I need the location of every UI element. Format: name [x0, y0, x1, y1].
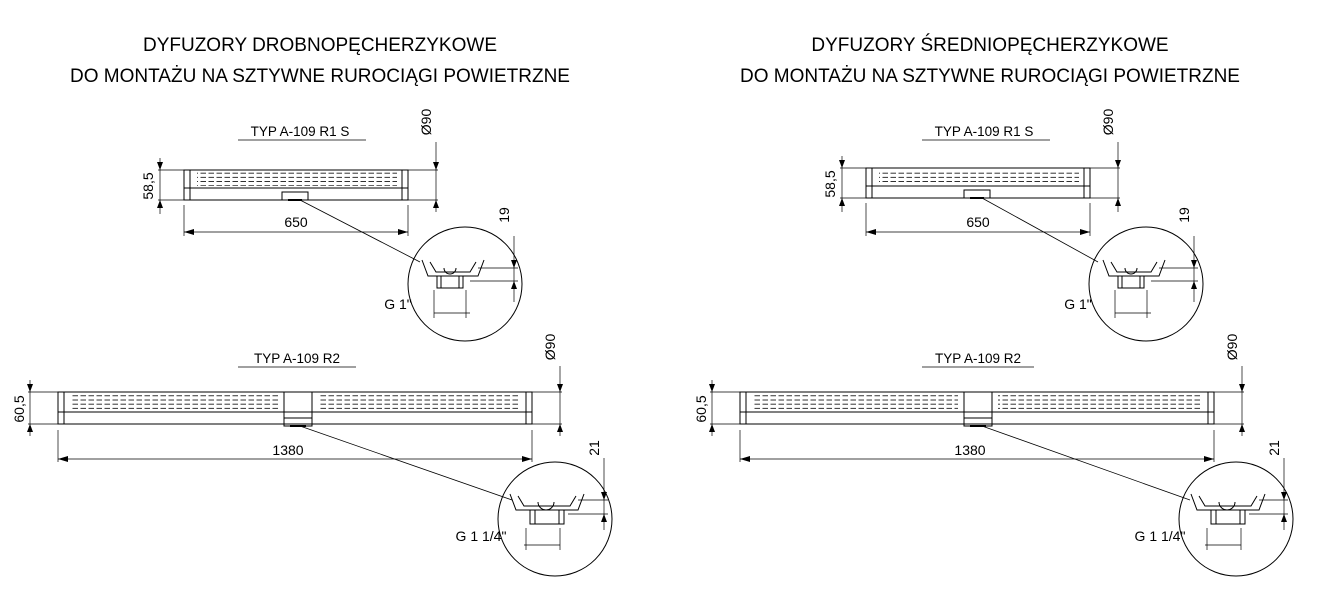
r1-diffuser-body: [183, 169, 409, 201]
r2-diameter-label: Ø90: [1224, 334, 1240, 361]
r2-detail-circle: [497, 461, 613, 577]
left-title-line2: DO MONTAŻU NA SZTYWNE RUROCIĄGI POWIETRZ…: [70, 66, 570, 87]
right-title-line2: DO MONTAŻU NA SZTYWNE RUROCIĄGI POWIETRZ…: [740, 66, 1240, 87]
r2-type-label: TYP A-109 R2: [935, 351, 1021, 366]
r2-fitting-detail: [1190, 493, 1266, 525]
r2-height-label: 60,5: [693, 395, 709, 422]
r1-detail-dim-label: 19: [1176, 207, 1192, 223]
right-drawing: TYP A-109 R1 S 650 58,5 Ø90 19 G 1" TYP …: [693, 109, 1294, 577]
r1-height-label: 58,5: [822, 170, 838, 197]
r1-type-label: TYP A-109 R1 S: [935, 124, 1034, 139]
r1-diameter-label: Ø90: [418, 109, 434, 136]
right-title: DYFUZORY ŚREDNIOPĘCHERZYKOWE DO MONTAŻU …: [670, 30, 1310, 92]
left-drawing: TYP A-109 R1 S 650 58,5 Ø90 19 G 1" TYP …: [11, 109, 613, 577]
r1-thread-label: G 1": [1064, 296, 1092, 312]
r1-fitting-detail: [421, 259, 485, 289]
r2-diameter-label: Ø90: [542, 334, 558, 361]
r1-detail-circle: [407, 226, 523, 342]
r1-thread-label: G 1": [384, 296, 412, 312]
r2-height-label: 60,5: [11, 395, 27, 422]
left-title: DYFUZORY DROBNOPĘCHERZYKOWE DO MONTAŻU N…: [0, 30, 640, 92]
r2-thread-label: G 1 1/4": [1135, 528, 1186, 544]
r2-fitting-detail: [509, 493, 585, 525]
r2-type-label: TYP A-109 R2: [254, 351, 340, 366]
r1-diffuser-body: [865, 167, 1091, 199]
r2-detail-circle: [1178, 461, 1294, 577]
r2-detail-dim-label: 21: [1266, 440, 1282, 456]
r1-length-label: 650: [966, 214, 990, 230]
r2-thread-label: G 1 1/4": [456, 528, 507, 544]
right-title-line1: DYFUZORY ŚREDNIOPĘCHERZYKOWE: [811, 35, 1169, 56]
left-title-line1: DYFUZORY DROBNOPĘCHERZYKOWE: [142, 35, 497, 56]
r2-length-label: 1380: [954, 442, 985, 458]
r1-type-label: TYP A-109 R1 S: [251, 124, 350, 139]
r1-detail-circle: [1088, 226, 1204, 342]
r1-fitting-detail: [1102, 259, 1166, 289]
r2-diffuser-body: [57, 391, 533, 427]
r1-diameter-label: Ø90: [1100, 109, 1116, 136]
r2-length-label: 1380: [272, 442, 303, 458]
r1-detail-dim-label: 19: [496, 207, 512, 223]
r2-detail-dim-label: 21: [586, 440, 602, 456]
r1-length-label: 650: [284, 214, 308, 230]
r2-diffuser-body: [739, 391, 1215, 427]
r1-height-label: 58,5: [140, 172, 156, 199]
